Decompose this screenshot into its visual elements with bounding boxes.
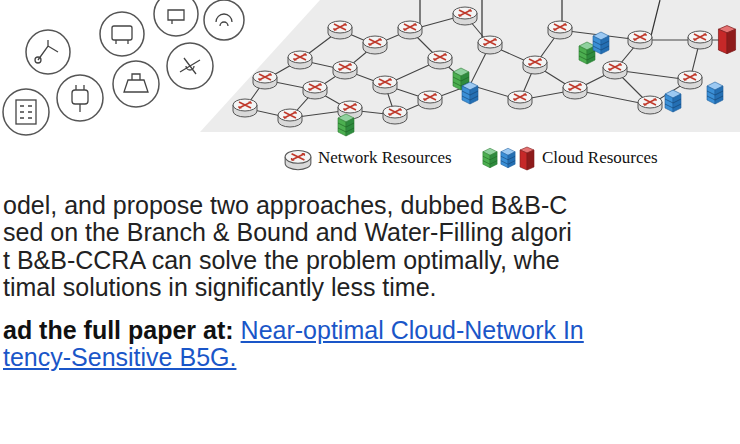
bold-text: ad the full paper at:	[3, 316, 234, 344]
body-text: odel, and propose two approaches, dubbed…	[3, 191, 567, 219]
link-text: Near-optimal Cloud-Network In	[241, 316, 584, 344]
body-text: timal solutions in significantly less ti…	[3, 273, 437, 301]
legend-label: Cloud Resources	[542, 148, 658, 168]
router-icons	[233, 7, 712, 127]
server-icons	[338, 26, 736, 136]
uplink-lines	[420, 0, 660, 42]
link-text: tency-Sensitive B5G.	[3, 343, 236, 371]
device-glyphs	[16, 10, 232, 124]
device-circles	[3, 0, 244, 135]
legend-label: Network Resources	[318, 148, 452, 168]
network-plane	[200, 0, 740, 132]
legend-icons	[285, 147, 534, 170]
network-links	[245, 15, 725, 118]
body-text: t B&B-CCRA can solve the problem optimal…	[3, 246, 560, 274]
body-text: sed on the Branch & Bound and Water-Fill…	[3, 218, 572, 246]
